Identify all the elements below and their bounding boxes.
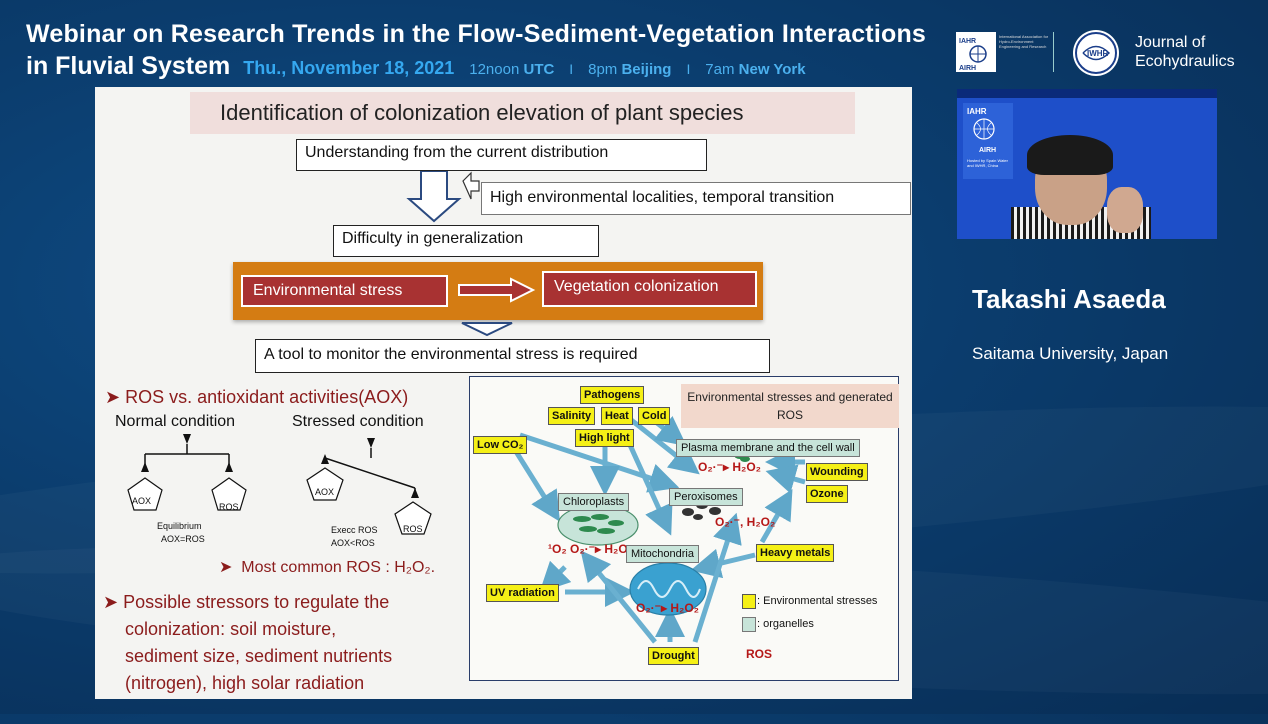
- flow-down-arrow-icon: [406, 171, 480, 223]
- box-difficulty: Difficulty in generalization: [333, 225, 599, 257]
- iwhr-logo: IWHR: [1073, 30, 1119, 76]
- webinar-title-line1: Webinar on Research Trends in the Flow-S…: [26, 20, 927, 48]
- stress-wounding: Wounding: [806, 463, 868, 481]
- time-utc-value: 12noon: [469, 61, 520, 78]
- aox-lt-ros-label: AOX<ROS: [331, 538, 375, 548]
- webinar-title-line2-text: in Fluvial System: [26, 52, 231, 80]
- organelle-plasma-membrane: Plasma membrane and the cell wall: [676, 439, 860, 457]
- legend-env-swatch: [742, 594, 756, 609]
- stress-cold: Cold: [638, 407, 671, 425]
- journal-name: Journal of Ecohydraulics: [1135, 33, 1235, 71]
- slide-title-bar: [190, 92, 855, 134]
- organelle-peroxisomes: Peroxisomes: [669, 488, 743, 506]
- speaker-headphones: [1027, 135, 1113, 175]
- video-banner: [957, 89, 1217, 98]
- aox-normal-label: AOX: [132, 496, 152, 506]
- execc-ros-label: Execc ROS: [331, 525, 378, 535]
- iahr-caption: International Association for Hydro-Envi…: [999, 34, 1049, 49]
- ros-arrows: [507, 415, 806, 644]
- flow-down-small-arrow-icon: [461, 322, 513, 337]
- video-hosted-text: Hosted by Spain Water and IWHR, China: [967, 158, 1008, 168]
- possible-stressors-line3: sediment size, sediment nutrients: [125, 646, 393, 666]
- bullet-arrow-icon: ➤: [103, 592, 124, 612]
- box-tool-required: A tool to monitor the environmental stre…: [255, 339, 770, 373]
- balance-diagram: [127, 434, 432, 535]
- ros-chloroplasts: ¹O₂ O₂·⁻▸ H₂O: [548, 542, 628, 556]
- possible-stressors-line4: (nitrogen), high solar radiation: [125, 673, 365, 693]
- ros-stressed-label: ROS: [403, 524, 423, 534]
- time-newyork-city: New York: [738, 61, 806, 78]
- normal-condition-label: Normal condition: [115, 413, 236, 430]
- svg-text:IAHR: IAHR: [959, 38, 976, 45]
- box-vegetation-colonization: Vegetation colonization: [542, 271, 757, 307]
- most-common-ros: ➤ Most common ROS : H₂O₂.: [219, 557, 435, 577]
- webinar-date: Thu., November 18, 2021: [243, 58, 455, 78]
- svg-text:AIRH: AIRH: [959, 65, 976, 72]
- time-newyork: 7am New York: [705, 61, 805, 78]
- video-iahr-text: IAHR: [967, 107, 987, 116]
- slide-title: Identification of colonization elevation…: [220, 100, 744, 125]
- bullet-arrow-icon: ➤: [105, 387, 126, 407]
- globe-icon: [973, 118, 995, 140]
- stress-heat: Heat: [601, 407, 633, 425]
- time-utc: 12noon UTC: [469, 61, 554, 78]
- webinar-title-line2: in Fluvial System Thu., November 18, 202…: [26, 52, 806, 81]
- ros-label: ROS: [746, 647, 773, 661]
- ros-peroxisomes: O₂·⁻, H₂O₂: [715, 515, 776, 529]
- env-stresses-header: Environmental stresses and generated ROS: [681, 384, 899, 428]
- time-utc-zone: UTC: [523, 61, 555, 78]
- video-iahr-panel: IAHR AIRH Hosted by Spain Water and IWHR…: [963, 103, 1013, 179]
- ros-diagram: Environmental stresses and generated ROS…: [469, 376, 899, 681]
- right-arrow-icon: [458, 277, 536, 303]
- most-common-ros-text: Most common ROS : H₂O₂.: [241, 559, 436, 576]
- time-separator: I: [569, 61, 574, 77]
- bullet-arrow-icon: ➤: [219, 559, 242, 576]
- equilibrium-label: Equilibrium: [157, 521, 202, 531]
- box-high-environmental: High environmental localities, temporal …: [481, 182, 911, 215]
- speaker-name: Takashi Asaeda: [972, 284, 1166, 314]
- video-airh-text: AIRH: [979, 147, 997, 154]
- organelle-mitochondria: Mitochondria: [626, 545, 699, 563]
- presentation-slide: Identification of colonization elevation…: [95, 87, 912, 699]
- speaker-video[interactable]: IAHR AIRH Hosted by Spain Water and IWHR…: [957, 89, 1217, 239]
- speaker-affiliation: Saitama University, Japan: [972, 344, 1169, 363]
- organelle-chloroplasts: Chloroplasts: [558, 493, 630, 511]
- stress-high-light: High light: [575, 429, 634, 447]
- journal-name-line1: Journal of: [1135, 34, 1206, 51]
- journal-name-line2: Ecohydraulics: [1135, 53, 1235, 70]
- speaker-hand: [1107, 187, 1143, 233]
- aox-stressed-label: AOX: [315, 487, 335, 497]
- iahr-logo: IAHR AIRH: [956, 32, 996, 72]
- stress-drought: Drought: [648, 647, 699, 665]
- time-beijing-value: 8pm: [588, 61, 618, 78]
- time-newyork-value: 7am: [705, 61, 735, 78]
- possible-stressors: ➤ Possible stressors to regulate the col…: [103, 589, 392, 697]
- stress-uv-radiation: UV radiation: [486, 584, 559, 602]
- logo-divider: [1053, 32, 1054, 72]
- legend-env-label: : Environmental stresses: [757, 595, 878, 607]
- legend-org-swatch: [742, 617, 756, 632]
- box-environmental-stress: Environmental stress: [241, 275, 448, 307]
- possible-stressors-line1: Possible stressors to regulate the: [123, 592, 390, 612]
- ros-mitochondria: O₂·⁻▸ H₂O₂: [636, 601, 700, 615]
- stress-salinity: Salinity: [548, 407, 596, 425]
- box-understanding: Understanding from the current distribut…: [296, 139, 707, 171]
- stress-ozone: Ozone: [806, 485, 848, 503]
- ros-normal-label: ROS: [219, 502, 239, 512]
- ros-aox-heading: ➤ ROS vs. antioxidant activities(AOX): [105, 387, 408, 408]
- stress-low-co2: Low CO₂: [473, 436, 528, 454]
- time-beijing: 8pm Beijing: [588, 61, 671, 78]
- aox-eq-ros-label: AOX=ROS: [161, 534, 205, 544]
- ros-aox-heading-text: ROS vs. antioxidant activities(AOX): [125, 387, 409, 407]
- ros-plasma: O₂·⁻▸ H₂O₂: [698, 460, 762, 474]
- time-separator: I: [686, 61, 691, 77]
- stress-pathogens: Pathogens: [580, 386, 645, 404]
- stressed-condition-label: Stressed condition: [292, 413, 424, 430]
- possible-stressors-line2: colonization: soil moisture,: [125, 619, 337, 639]
- legend-org-label: : organelles: [757, 618, 814, 630]
- time-beijing-city: Beijing: [621, 61, 672, 78]
- svg-text:IWHR: IWHR: [1087, 49, 1109, 58]
- stress-heavy-metals: Heavy metals: [756, 544, 835, 562]
